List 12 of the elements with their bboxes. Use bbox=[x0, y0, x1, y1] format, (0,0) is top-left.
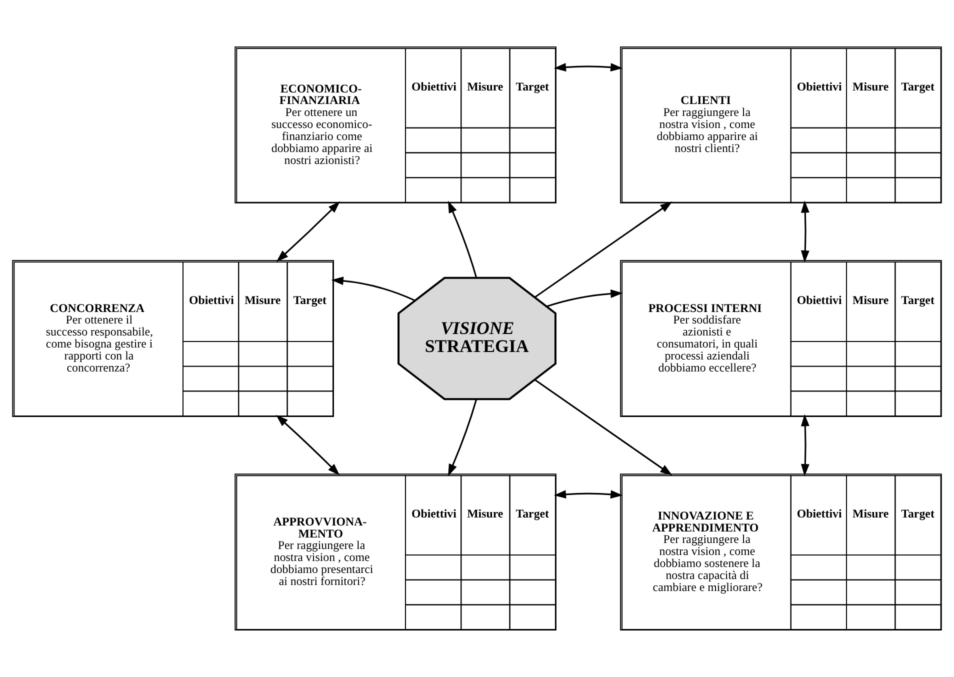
arrow bbox=[546, 289, 623, 308]
arrow bbox=[800, 414, 810, 476]
arrow bbox=[276, 414, 340, 476]
arrow bbox=[534, 379, 672, 476]
arrow bbox=[448, 200, 478, 278]
arrow bbox=[276, 201, 340, 262]
arrow bbox=[331, 276, 416, 302]
arrow bbox=[554, 490, 623, 499]
arrow bbox=[534, 202, 672, 298]
arrow bbox=[554, 63, 623, 72]
arrow bbox=[800, 200, 810, 263]
arrow bbox=[448, 399, 478, 476]
